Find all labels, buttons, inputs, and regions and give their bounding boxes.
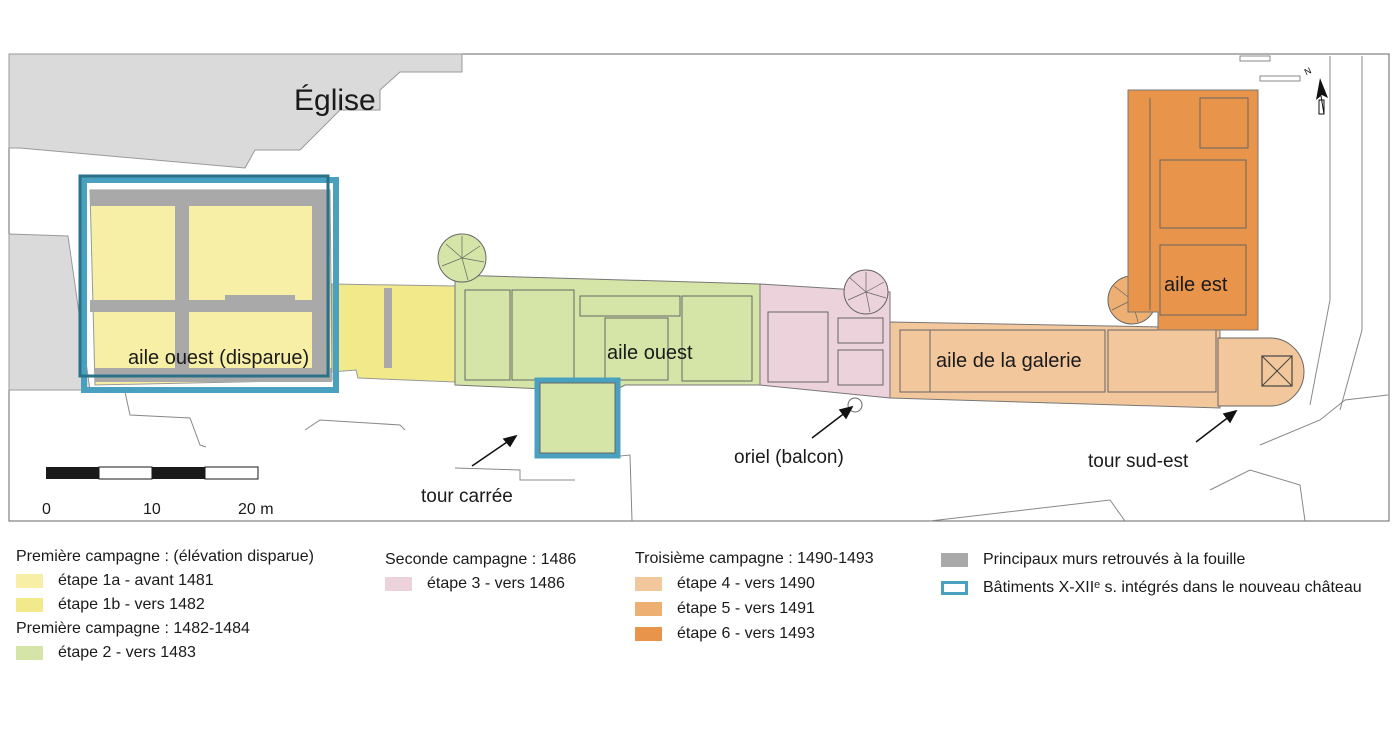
legend-label-5: étape 5 - vers 1491	[677, 600, 815, 617]
swatch-buildings	[941, 581, 968, 595]
scale-tick-20: 20 m	[238, 501, 274, 518]
label-aile-ouest-disparue: aile ouest (disparue)	[128, 347, 309, 369]
swatch-1b	[16, 598, 43, 612]
legend-label-4: étape 4 - vers 1490	[677, 575, 815, 592]
legend-item-2: étape 2 - vers 1483	[16, 641, 314, 665]
legend-item-walls: Principaux murs retrouvés à la fouille	[941, 548, 1362, 572]
tour-sud-est-vault	[1261, 355, 1293, 387]
legend-heading-premiere-1: Première campagne : (élévation disparue)	[16, 548, 314, 565]
legend-label-1a: étape 1a - avant 1481	[58, 572, 214, 589]
tour-carree-zone	[539, 382, 616, 454]
legend-col-1: Première campagne : (élévation disparue)…	[16, 545, 314, 665]
legend-heading-seconde: Seconde campagne : 1486	[385, 551, 577, 568]
legend-col-4: Principaux murs retrouvés à la fouille B…	[941, 548, 1362, 600]
legend-label-6: étape 6 - vers 1493	[677, 625, 815, 642]
old-building-west-outline-inner	[78, 174, 330, 378]
legend-col-2: Seconde campagne : 1486 étape 3 - vers 1…	[385, 548, 576, 596]
swatch-2	[16, 646, 43, 660]
excavated-walls-1b	[384, 288, 392, 368]
stair-tower-west-steps	[441, 236, 485, 281]
legend-item-6: étape 6 - vers 1493	[635, 622, 874, 646]
legend-item-1b: étape 1b - vers 1482	[16, 593, 314, 617]
legend-label-1b: étape 1b - vers 1482	[58, 596, 205, 613]
label-aile-ouest: aile ouest	[607, 342, 693, 364]
label-aile-est: aile est	[1164, 274, 1228, 296]
old-building-tour-carree-outline	[534, 377, 621, 459]
north-label: N	[1303, 65, 1313, 77]
legend-item-1a: étape 1a - avant 1481	[16, 569, 314, 593]
stair-tower-middle-steps	[847, 272, 887, 313]
etape-3-rooms	[767, 311, 884, 386]
swatch-4	[635, 577, 662, 591]
legend-label-2: étape 2 - vers 1483	[58, 644, 196, 661]
scale-tick-0: 0	[42, 501, 51, 518]
legend-label-buildings: Bâtiments X-XIIᵉ s. intégrés dans le nou…	[983, 579, 1362, 596]
label-eglise: Église	[294, 84, 376, 117]
north-arrow-icon: N	[1303, 65, 1328, 115]
legend-item-buildings: Bâtiments X-XIIᵉ s. intégrés dans le nou…	[941, 576, 1362, 600]
label-aile-galerie: aile de la galerie	[936, 350, 1082, 372]
scale-bar: 0 10 20 m	[42, 466, 274, 518]
legend-heading-troisieme: Troisième campagne : 1490-1493	[635, 550, 874, 567]
swatch-walls	[941, 553, 968, 567]
castle-plan-map: Église aile ouest (disparue) aile ouest …	[8, 53, 1390, 522]
label-tour-carree: tour carrée	[421, 486, 513, 507]
legend-item-5: étape 5 - vers 1491	[635, 597, 874, 621]
legend-item-4: étape 4 - vers 1490	[635, 572, 874, 596]
legend-label-walls: Principaux murs retrouvés à la fouille	[983, 551, 1246, 568]
pointer-arrows	[471, 405, 1238, 467]
etape-4-zone	[889, 321, 1221, 409]
scale-tick-10: 10	[143, 501, 161, 518]
label-oriel: oriel (balcon)	[734, 447, 844, 468]
swatch-5	[635, 602, 662, 616]
legend-label-3: étape 3 - vers 1486	[427, 575, 565, 592]
church-block	[8, 53, 463, 169]
swatch-3	[385, 577, 412, 591]
old-building-west-outline	[81, 177, 339, 393]
etape-1b-zone	[331, 283, 456, 383]
legend-col-3: Troisième campagne : 1490-1493 étape 4 -…	[635, 547, 874, 646]
tour-sud-est-zone	[1217, 337, 1305, 407]
label-tour-sud-est: tour sud-est	[1088, 451, 1189, 472]
swatch-1a	[16, 574, 43, 588]
legend-heading-premiere-2: Première campagne : 1482-1484	[16, 620, 250, 637]
legend-item-3: étape 3 - vers 1486	[385, 572, 576, 596]
etape-6-rooms	[1149, 97, 1249, 316]
etape-2-zone	[454, 274, 761, 393]
vault-line-b	[1261, 355, 1293, 387]
swatch-6	[635, 627, 662, 641]
